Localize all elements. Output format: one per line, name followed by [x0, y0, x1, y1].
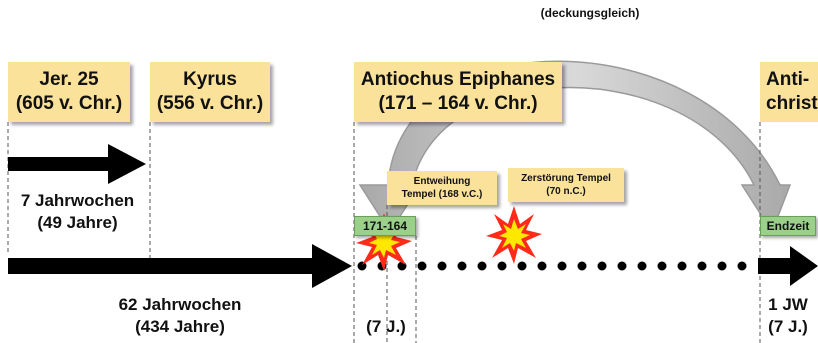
arrow-7-weeks — [8, 144, 146, 184]
tag-171-164: 171-164 — [354, 216, 416, 236]
arrow-1-jw — [758, 246, 818, 286]
tag-endzeit: Endzeit — [760, 216, 816, 236]
box-jer-25: Jer. 25(605 v. Chr.) — [8, 62, 130, 122]
label-7-jahre: (7 J.) — [366, 317, 406, 336]
box-antichrist: Anti-christ — [760, 62, 818, 122]
explosion-icon — [486, 206, 542, 264]
box-antiochus: Antiochus Epiphanes(171 – 164 v. Chr.) — [354, 62, 562, 122]
dotted-gap-line — [357, 261, 747, 271]
label-1-jw: 1 JW (7 J.) — [768, 295, 808, 336]
box-zerstoerung: Zerstörung Tempel(70 n.C.) — [508, 168, 624, 202]
label-62-jahrwochen: 62 Jahrwochen (434 Jahre) — [118, 295, 242, 336]
label-7-jahrwochen: 7 Jahrwochen (49 Jahre) — [20, 191, 135, 232]
box-kyrus: Kyrus(556 v. Chr.) — [150, 62, 270, 122]
arrow-62-weeks — [8, 244, 352, 288]
deckungsgleich-label: (deckungsgleich) — [540, 6, 640, 20]
